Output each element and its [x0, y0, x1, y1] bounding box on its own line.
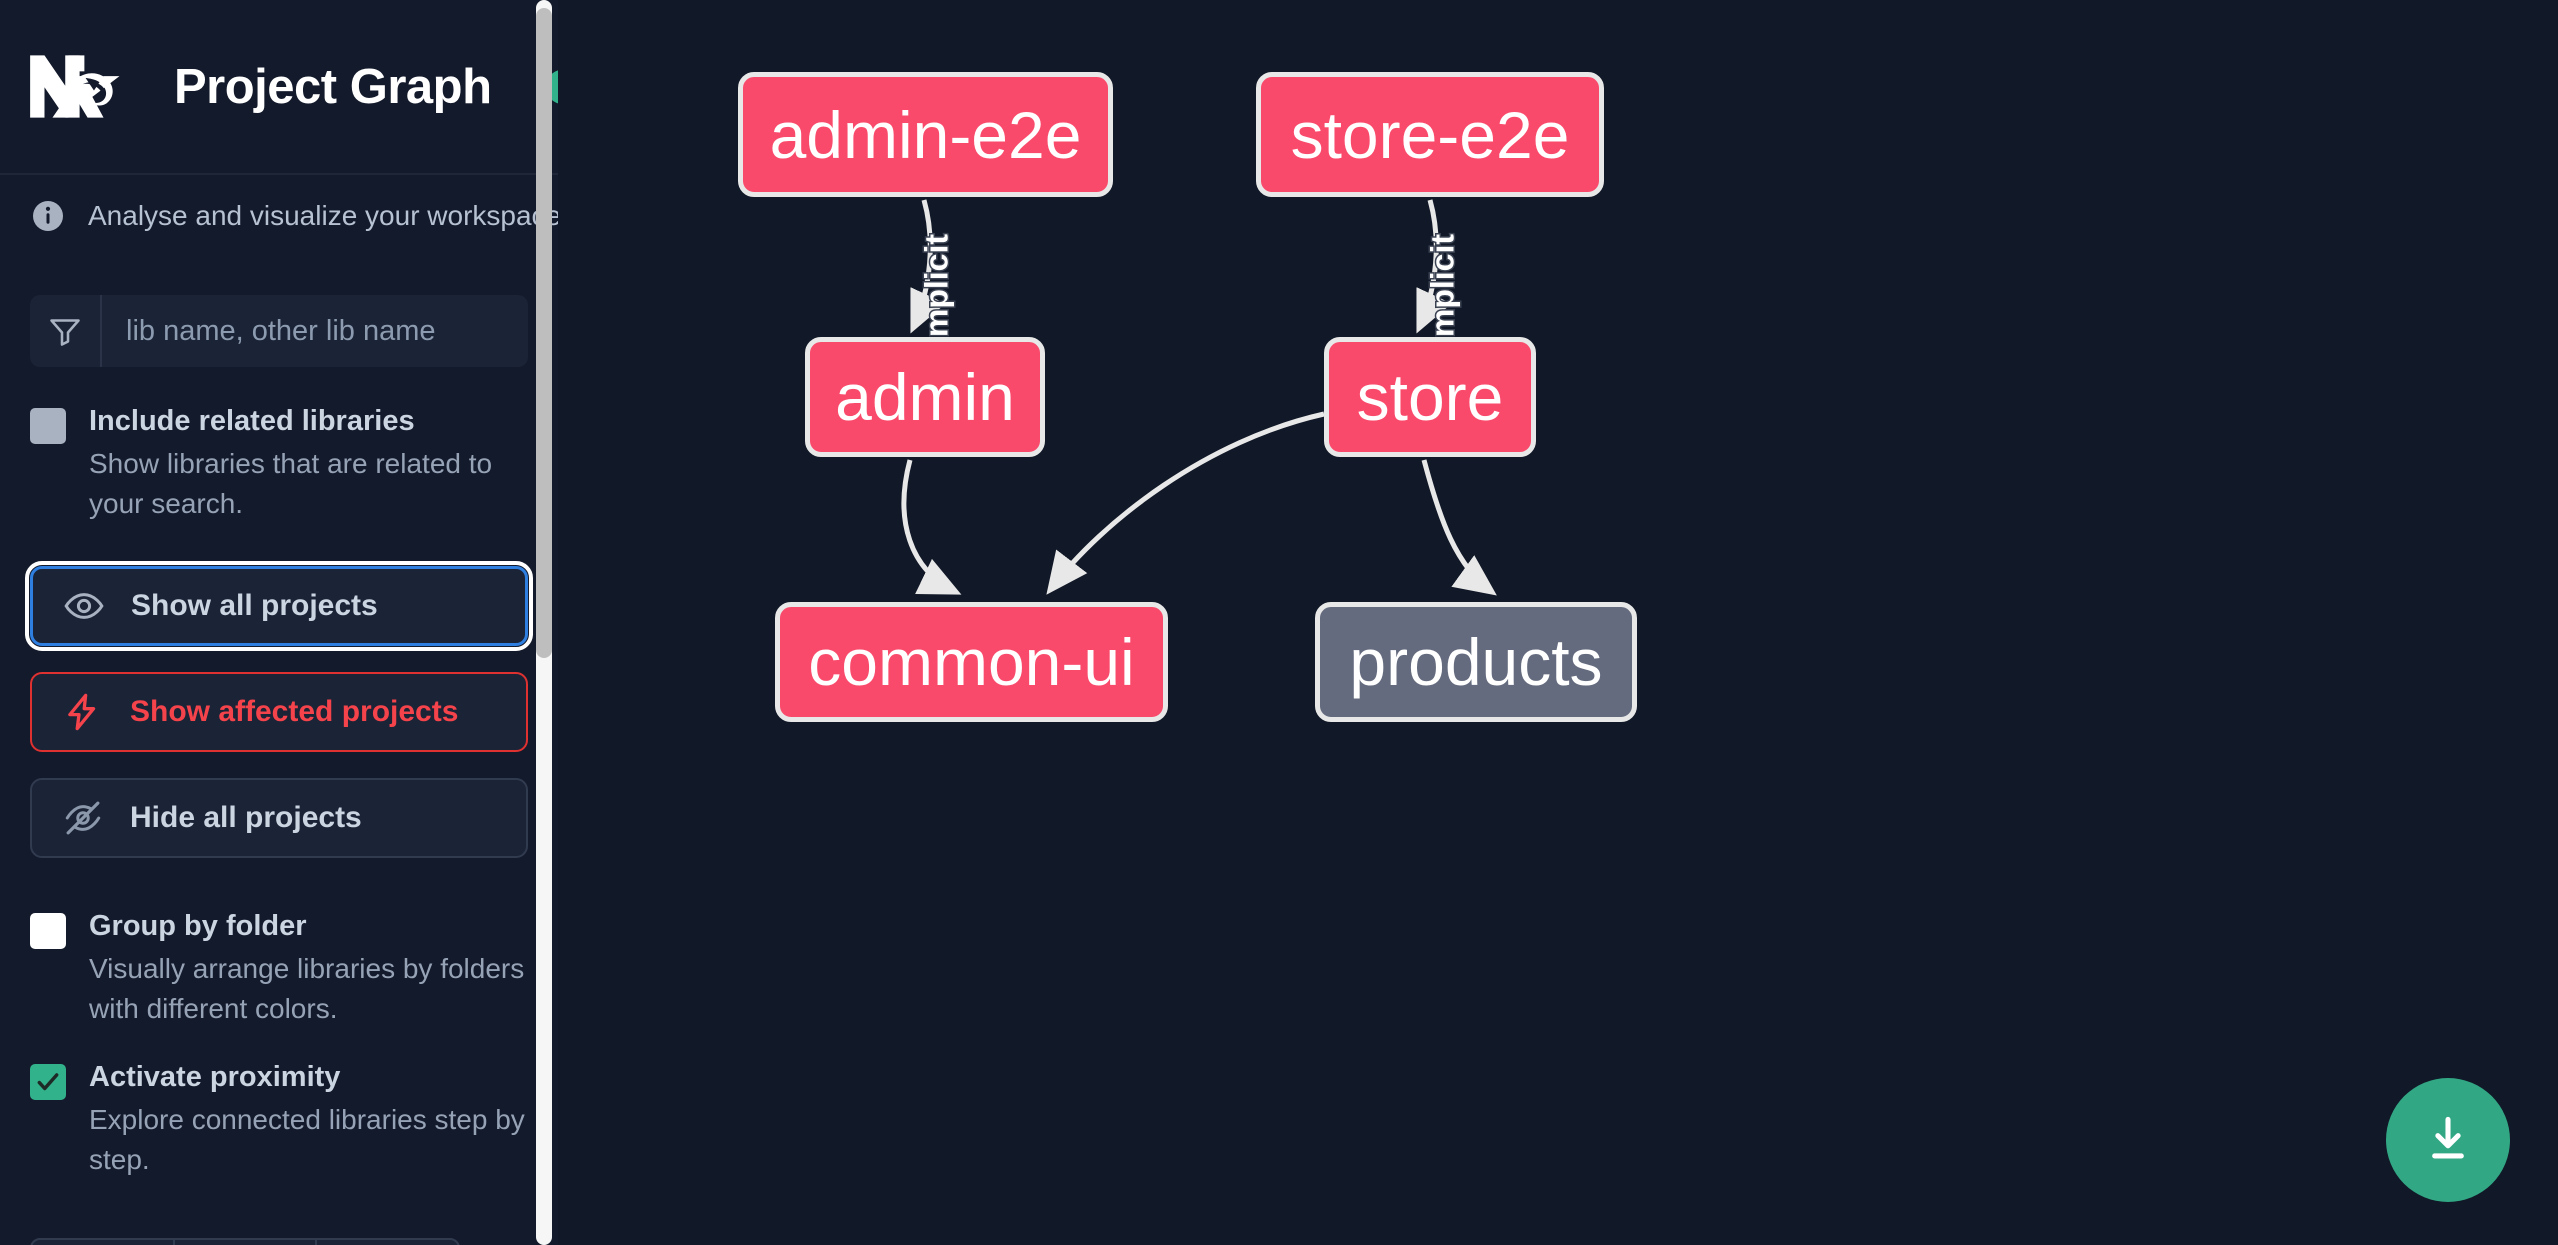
- segment-option[interactable]: [32, 1240, 175, 1245]
- download-icon: [2432, 1116, 2464, 1159]
- checkbox-texts: Group by folder Visually arrange librari…: [89, 908, 528, 1029]
- info-circle-icon: [30, 198, 66, 234]
- edge-admin-e2e-to-admin: [910, 199, 946, 334]
- checkmark-icon: [37, 1072, 59, 1090]
- checkbox-box[interactable]: [30, 1063, 66, 1100]
- checkbox-label: Activate proximity: [89, 1060, 341, 1093]
- segmented-control[interactable]: [30, 1238, 460, 1245]
- node-label: products: [1349, 625, 1603, 699]
- show-all-projects-button[interactable]: Show all projects: [25, 560, 533, 651]
- edge-label-implicit: implicit: [918, 234, 954, 346]
- sidebar-scrollbar-thumb[interactable]: [536, 8, 552, 658]
- edge-admin-to-common-ui: [901, 459, 962, 595]
- graph-node-products[interactable]: products: [1315, 602, 1637, 722]
- graph-edges: implicit implicit: [901, 199, 1497, 596]
- button-label: Show affected projects: [130, 694, 459, 728]
- checkbox-description: Show libraries that are related to your …: [89, 448, 493, 519]
- nx-logo-icon: [30, 49, 126, 124]
- button-label: Hide all projects: [130, 800, 362, 834]
- filter-box: [30, 295, 528, 367]
- show-affected-projects-button[interactable]: Show affected projects: [30, 671, 528, 752]
- page-title: Project Graph: [174, 59, 492, 114]
- checkbox-include-related-libraries[interactable]: Include related libraries Show libraries…: [0, 367, 558, 524]
- node-label: admin-e2e: [769, 97, 1082, 172]
- hide-all-projects-button[interactable]: Hide all projects: [30, 777, 528, 858]
- graph-node-store[interactable]: store: [1324, 337, 1536, 457]
- checkbox-box[interactable]: [30, 408, 66, 444]
- edge-store-to-common-ui: [1046, 411, 1325, 595]
- checkbox-activate-proximity[interactable]: Activate proximity Explore connected lib…: [0, 1029, 558, 1180]
- info-text: Analyse and visualize your workspace.: [88, 200, 558, 231]
- checkbox-texts: Include related libraries Show libraries…: [89, 403, 528, 524]
- node-label: common-ui: [808, 625, 1135, 699]
- funnel-icon: [30, 295, 102, 367]
- graph-node-store-e2e[interactable]: store-e2e: [1256, 72, 1604, 197]
- sidebar: Project Graph Analyse and visualize yo: [0, 0, 558, 1245]
- graph-canvas[interactable]: implicit implicit admin-e2e store-e2e ad…: [558, 0, 2558, 1245]
- eye-icon: [63, 585, 105, 627]
- sidebar-content: Project Graph Analyse and visualize yo: [0, 0, 558, 1245]
- edge-label-implicit: implicit: [1424, 234, 1460, 346]
- segment-option[interactable]: [317, 1240, 458, 1245]
- edge-store-to-products: [1421, 459, 1497, 596]
- edge-labels: implicit implicit: [917, 232, 1462, 347]
- info-banner: Analyse and visualize your workspace.: [0, 175, 558, 257]
- edge-store-e2e-to-store: [1416, 199, 1452, 334]
- project-action-buttons: Show all projects Show affected projects: [0, 524, 558, 858]
- segment-option[interactable]: [175, 1240, 318, 1245]
- checkbox-texts: Activate proximity Explore connected lib…: [89, 1059, 528, 1180]
- graph-node-common-ui[interactable]: common-ui: [775, 602, 1168, 722]
- filter-section: [0, 257, 558, 367]
- download-image-button[interactable]: [2386, 1078, 2510, 1202]
- checkbox-box[interactable]: [30, 912, 66, 949]
- checkbox-group-by-folder[interactable]: Group by folder Visually arrange librari…: [0, 884, 558, 1029]
- checkbox-label: Group by folder: [89, 909, 307, 942]
- checkbox-description: Explore connected libraries step by step…: [89, 1103, 525, 1175]
- search-input[interactable]: [102, 314, 528, 348]
- node-label: store: [1356, 360, 1504, 434]
- checkbox-description: Visually arrange libraries by folders wi…: [89, 953, 525, 1024]
- checkbox-label: Include related libraries: [89, 405, 415, 437]
- node-label: store-e2e: [1290, 97, 1570, 172]
- eye-off-icon: [62, 797, 104, 839]
- button-label: Show all projects: [131, 588, 378, 622]
- node-label: admin: [835, 360, 1015, 434]
- sidebar-header: Project Graph: [0, 0, 558, 175]
- graph-node-admin-e2e[interactable]: admin-e2e: [738, 72, 1113, 197]
- lightning-bolt-icon: [62, 691, 104, 733]
- graph-node-admin[interactable]: admin: [805, 337, 1045, 457]
